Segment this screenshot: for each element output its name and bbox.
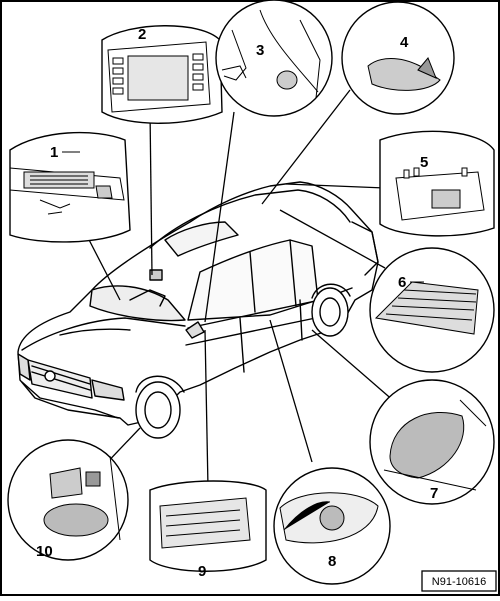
leader-9: [204, 329, 209, 489]
leader-7: [311, 329, 396, 403]
leader-6: [279, 209, 386, 269]
leader-3: [204, 111, 235, 323]
inset-1-control-panel: [9, 131, 131, 243]
callout-8: 8: [328, 553, 336, 570]
inset-9-amplifier: [149, 480, 267, 572]
callout-1: 1: [50, 144, 58, 161]
vehicle-illustration: [17, 181, 379, 439]
inset-7-rear-door-speaker: [369, 379, 495, 505]
inset-8-door-tweeter: [273, 467, 391, 585]
inset-5-control-unit: [379, 130, 495, 237]
callout-3: 3: [256, 42, 264, 59]
callout-7: 7: [430, 485, 438, 502]
callout-4: 4: [400, 34, 409, 51]
leader-4: [261, 89, 351, 205]
reference-code: N91-10616: [432, 576, 486, 588]
callout-6: 6: [398, 274, 406, 291]
leader-lines: [84, 89, 396, 489]
inset-2-radio-unit: [101, 25, 223, 124]
leader-5: [285, 183, 386, 189]
inset-4-roof-antenna: [341, 1, 455, 115]
callout-10: 10: [36, 543, 53, 560]
inset-10-front-door-speaker: [7, 439, 129, 561]
inset-3-tweeter: [215, 0, 333, 117]
leader-2: [149, 109, 153, 276]
callout-5: 5: [420, 154, 428, 171]
leader-1: [84, 231, 121, 301]
callout-9: 9: [198, 563, 206, 580]
leader-8: [269, 319, 313, 463]
callout-2: 2: [138, 26, 146, 43]
reference-code-box: N91-10616: [421, 570, 497, 592]
inset-6-rear-window-antenna: [369, 247, 495, 373]
callout-labels: 1 2 3 4 5 6 7 8 9 10: [36, 26, 438, 580]
